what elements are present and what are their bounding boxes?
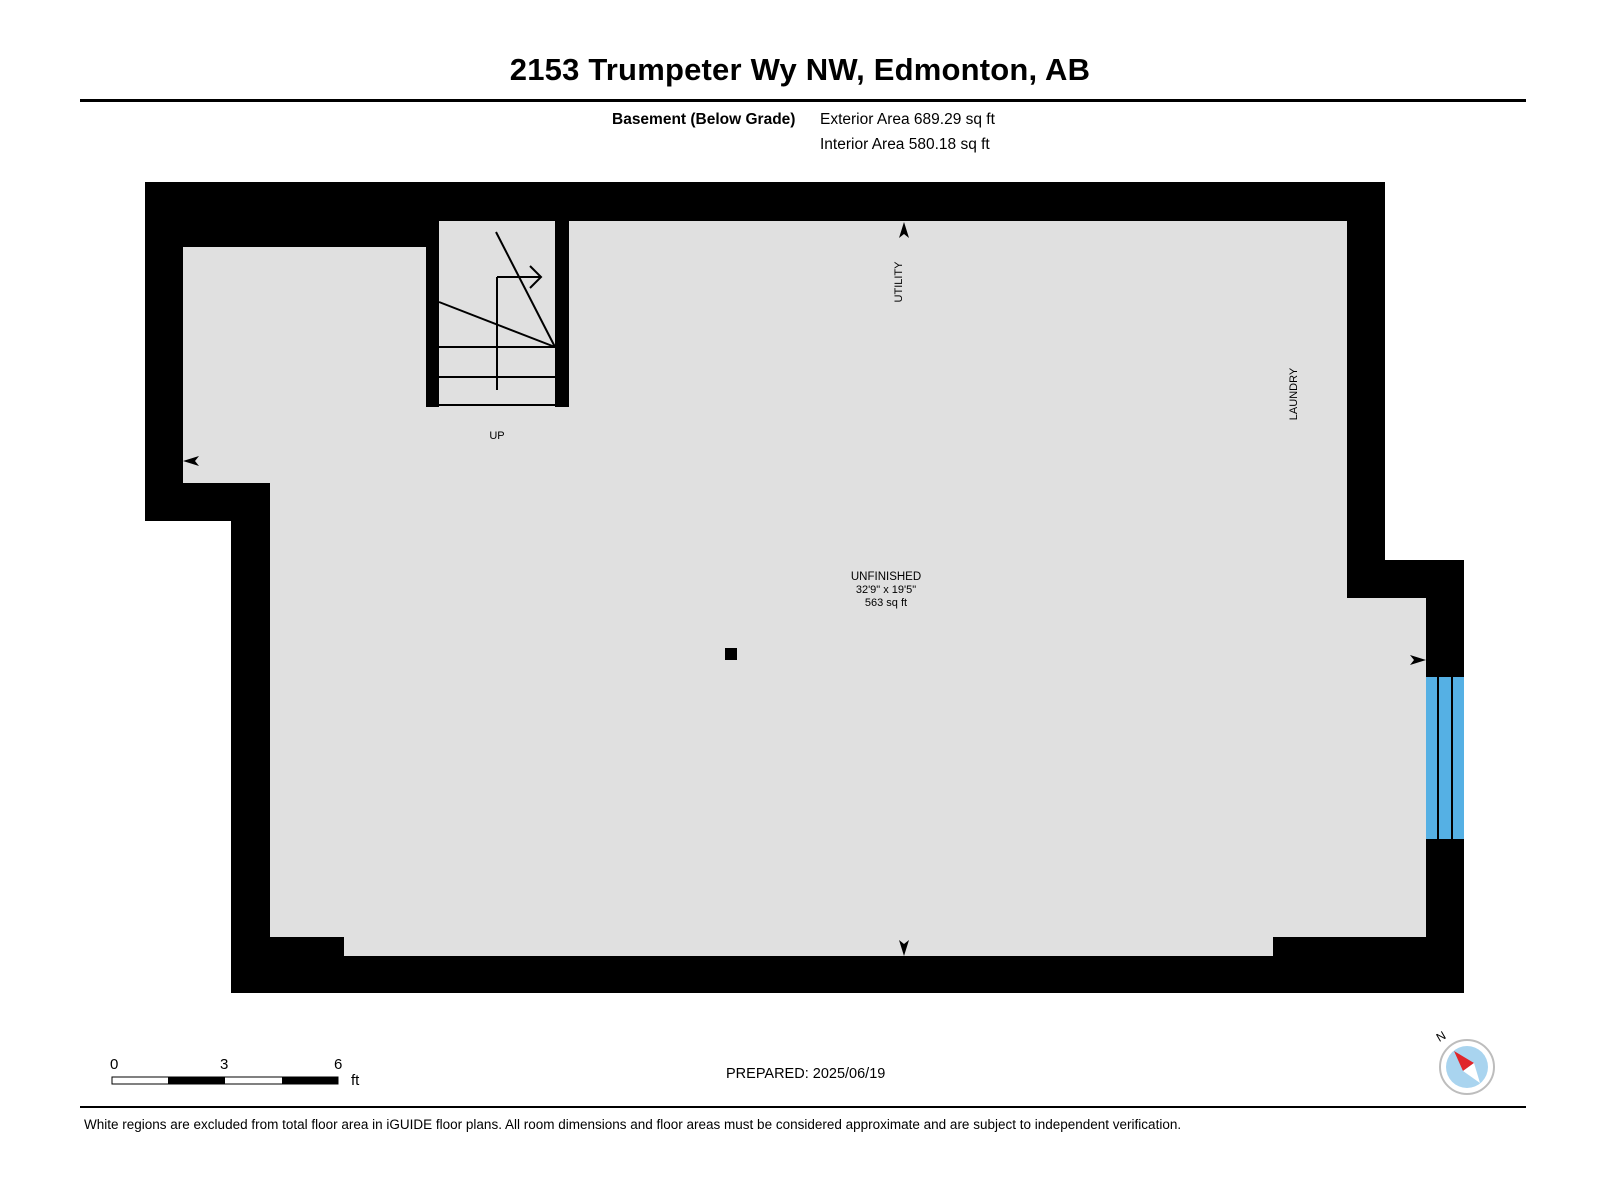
scale-tick-3: 3 xyxy=(220,1056,229,1073)
scale-bar xyxy=(111,1076,339,1085)
compass-north-label: N xyxy=(1434,1028,1449,1044)
stairs-up-label: UP xyxy=(489,430,504,442)
compass-needle xyxy=(1454,1051,1474,1071)
header-rule xyxy=(80,99,1526,102)
room-name-unfinished: UNFINISHED xyxy=(851,571,921,583)
room-area: 563 sq ft xyxy=(865,597,907,609)
stair-wall-left xyxy=(426,221,439,407)
scale-unit: ft xyxy=(351,1072,360,1089)
room-name-utility: UTILITY xyxy=(893,261,905,303)
level-label: Basement (Below Grade) xyxy=(612,111,796,128)
exterior-area: Exterior Area 689.29 sq ft xyxy=(820,111,995,128)
interior-area: Interior Area 580.18 sq ft xyxy=(820,136,990,153)
footer-rule xyxy=(80,1106,1526,1108)
opening-arrow-north xyxy=(899,222,909,238)
room-dimensions: 32'9" x 19'5" xyxy=(856,584,916,596)
page-title: 2153 Trumpeter Wy NW, Edmonton, AB xyxy=(509,52,1091,87)
room-name-laundry: LAUNDRY xyxy=(1288,367,1300,420)
stair-wall-right xyxy=(555,221,569,407)
opening-arrow-east xyxy=(1410,655,1426,665)
prepared-date: PREPARED: 2025/06/19 xyxy=(726,1066,886,1082)
disclaimer: White regions are excluded from total fl… xyxy=(84,1117,1182,1132)
staircase xyxy=(438,231,556,406)
floor-area xyxy=(183,221,1426,956)
opening-arrow-south xyxy=(899,940,909,956)
opening-arrow-west xyxy=(183,456,199,466)
window xyxy=(1426,675,1464,841)
scale-tick-0: 0 xyxy=(110,1056,119,1073)
scale-tick-6: 6 xyxy=(334,1056,343,1073)
support-post xyxy=(725,648,737,660)
north-compass xyxy=(1439,1039,1495,1095)
